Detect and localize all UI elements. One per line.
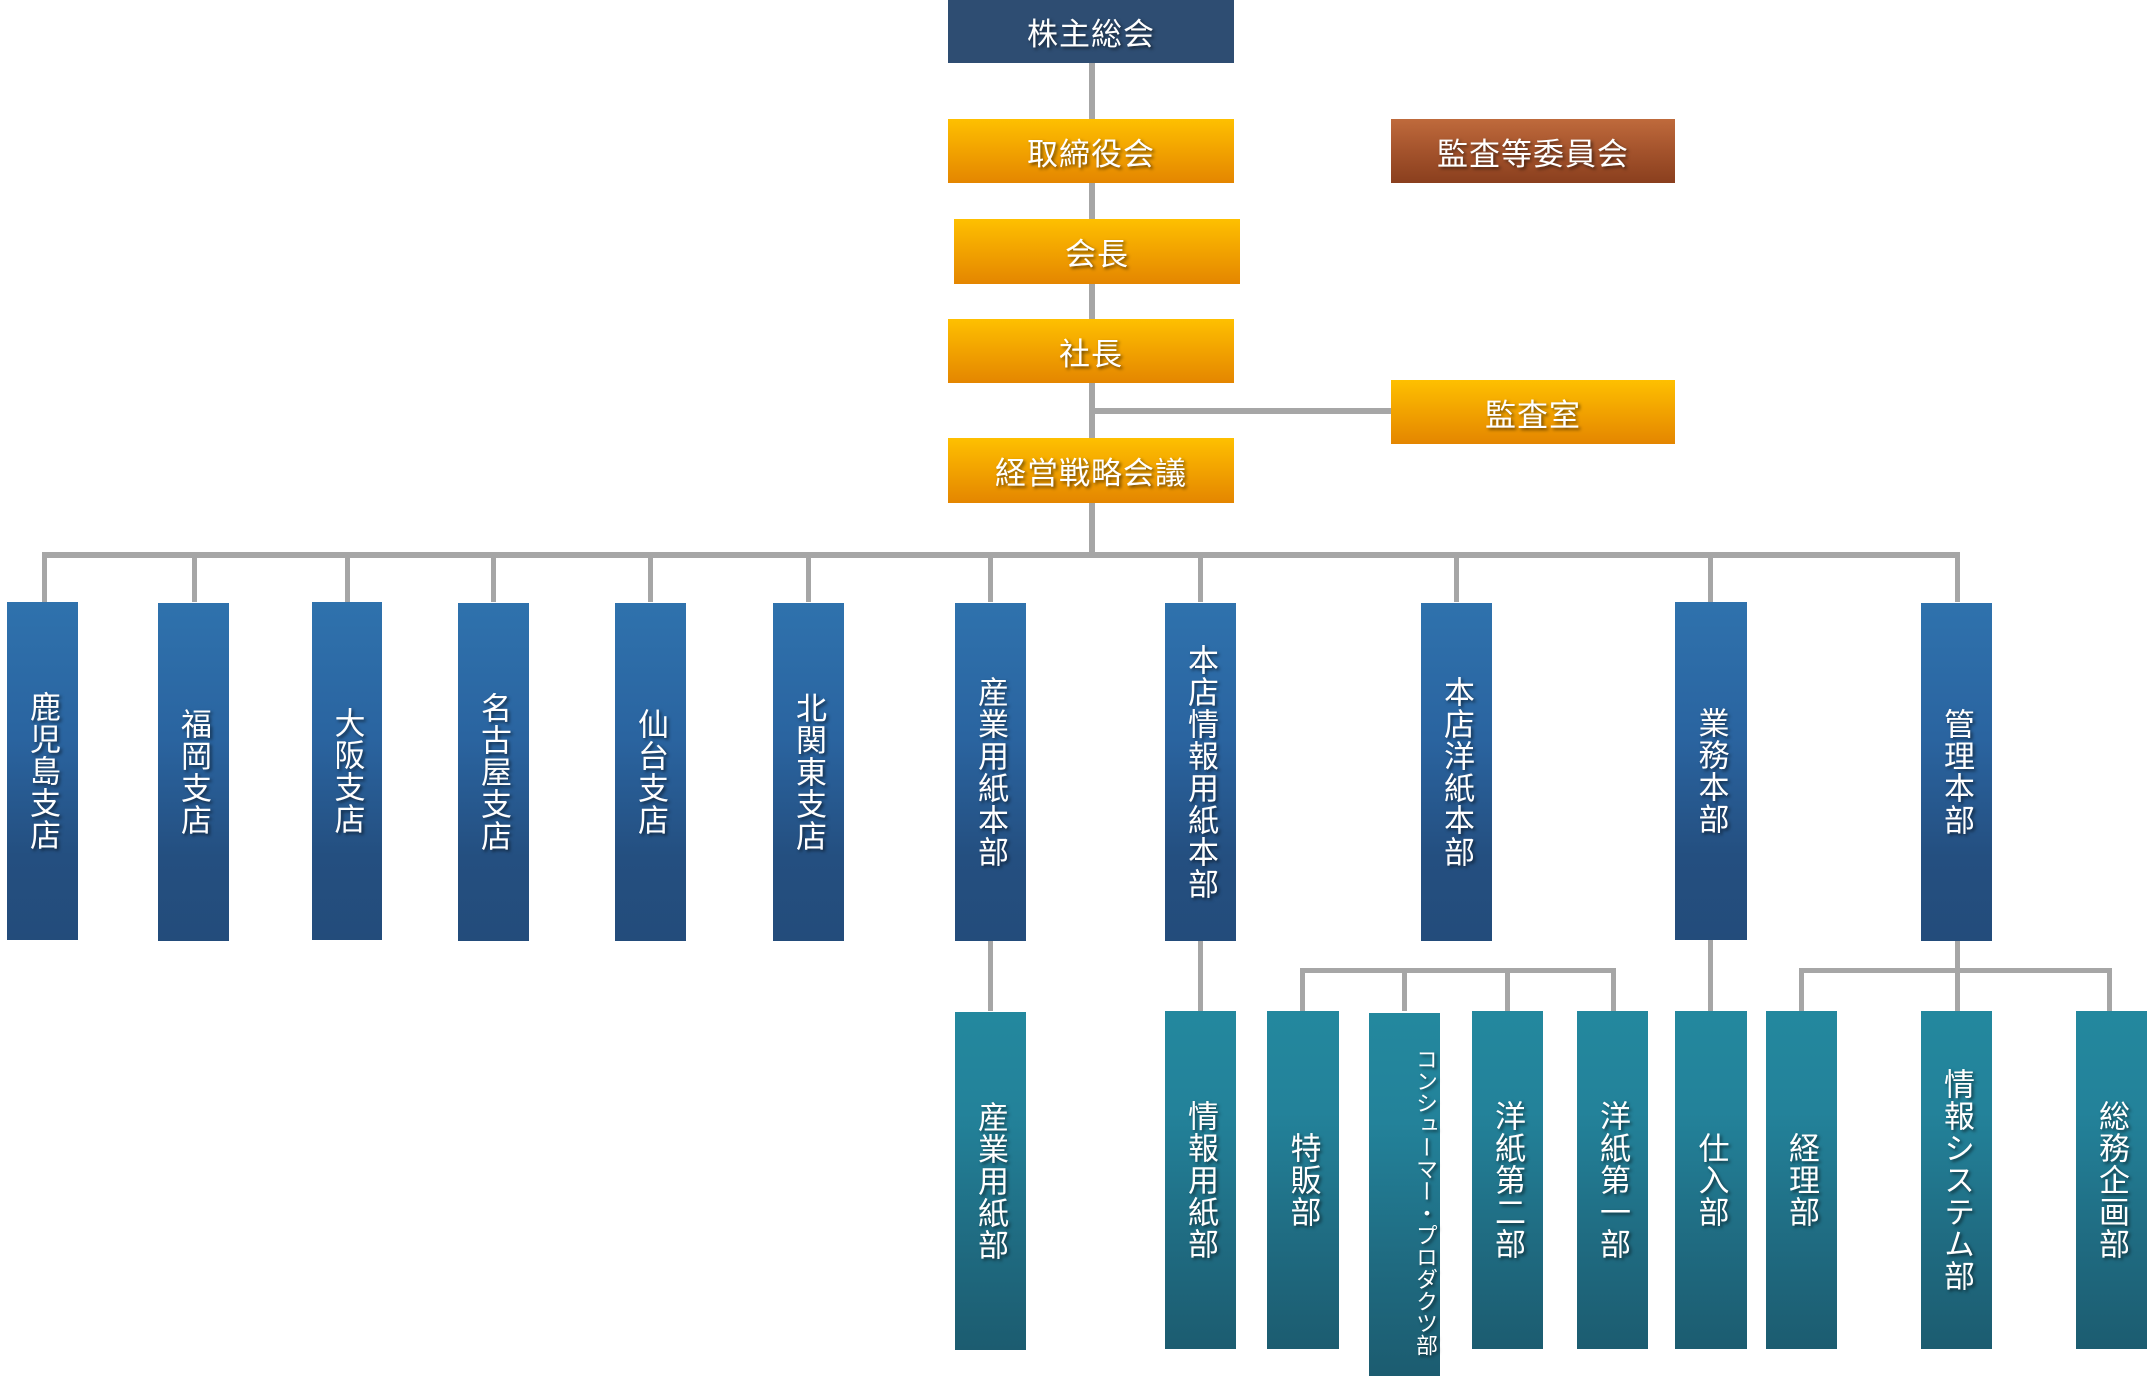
connector-kanri-2	[2107, 968, 2112, 1011]
connector-kanri-bus	[1799, 968, 2111, 973]
dept-label: 情報用紙部	[1182, 1100, 1218, 1260]
connector-yoshi-1	[1402, 968, 1407, 1011]
dept-keiri: 経理部	[1766, 1011, 1837, 1349]
division-gyomu: 業務本部	[1675, 602, 1747, 940]
connector-yoshi-0	[1300, 968, 1305, 1011]
connector-audit-office	[1089, 408, 1392, 414]
branch-label: 北関東支店	[790, 692, 826, 852]
strategy-meeting-box: 経営戦略会議	[948, 438, 1234, 503]
dept-consumer-products: コンシューマー・プロダクツ部	[1369, 1013, 1440, 1376]
board-of-directors-label: 取締役会	[1027, 136, 1155, 173]
connector-branch-2	[345, 552, 350, 602]
branch-label: 大阪支店	[328, 707, 365, 835]
branch-label: 鹿児島支店	[24, 691, 60, 851]
dept-label: 洋紙第一部	[1594, 1100, 1630, 1260]
chairman-label: 会長	[1065, 237, 1129, 273]
connector-dept-joho	[1198, 940, 1203, 1011]
division-label: 業務本部	[1692, 707, 1729, 835]
division-sangyo-yoshi: 産業用紙本部	[955, 603, 1026, 941]
dept-somu-kikaku: 総務企画部	[2076, 1011, 2147, 1349]
dept-label: 情報システム部	[1938, 1068, 1974, 1292]
shareholders-meeting-box: 株主総会	[948, 0, 1234, 63]
dept-label: 仕入部	[1692, 1132, 1729, 1228]
dept-joho-yoshi: 情報用紙部	[1165, 1011, 1236, 1349]
branch-kagoshima: 鹿児島支店	[7, 602, 78, 940]
connector-main-trunk	[1089, 63, 1095, 555]
connector-branch-8	[1454, 552, 1459, 602]
dept-label: 総務企画部	[2093, 1100, 2129, 1260]
branch-kitakanto: 北関東支店	[773, 603, 844, 941]
connector-dept-shiire	[1708, 940, 1713, 1011]
dept-label: 産業用紙部	[972, 1101, 1008, 1261]
audit-office-label: 監査室	[1485, 397, 1581, 434]
dept-yoshi-1: 洋紙第一部	[1577, 1011, 1648, 1349]
dept-tokuhan: 特販部	[1267, 1011, 1339, 1349]
chairman-box: 会長	[954, 219, 1240, 284]
connector-branch-0	[42, 552, 47, 602]
branch-nagoya: 名古屋支店	[458, 603, 529, 941]
audit-committee-box: 監査等委員会	[1391, 119, 1675, 183]
connector-branch-10	[1955, 552, 1960, 602]
connector-kanri-trunk	[1955, 940, 1960, 1011]
division-honten-joho-yoshi: 本店情報用紙本部	[1165, 603, 1236, 941]
division-label: 産業用紙本部	[972, 676, 1008, 868]
connector-yoshi-3	[1611, 968, 1616, 1011]
connector-yoshi-2	[1505, 968, 1510, 1011]
branch-sendai: 仙台支店	[615, 603, 686, 941]
division-label: 管理本部	[1938, 708, 1974, 836]
connector-kanri-0	[1799, 968, 1804, 1011]
president-box: 社長	[948, 319, 1234, 383]
audit-committee-label: 監査等委員会	[1437, 136, 1629, 173]
connector-branch-4	[648, 552, 653, 602]
branch-label: 仙台支店	[632, 708, 668, 836]
branch-fukuoka: 福岡支店	[158, 603, 229, 941]
connector-branch-3	[491, 552, 496, 602]
audit-office-box: 監査室	[1391, 380, 1675, 444]
dept-sangyo-yoshi: 産業用紙部	[955, 1012, 1026, 1350]
dept-shiire: 仕入部	[1675, 1011, 1747, 1349]
dept-label: 経理部	[1783, 1132, 1819, 1228]
president-label: 社長	[1059, 336, 1123, 373]
connector-yoshi-bus	[1300, 968, 1616, 973]
dept-label: 洋紙第二部	[1489, 1100, 1525, 1260]
connector-branch-5	[806, 552, 811, 602]
strategy-meeting-label: 経営戦略会議	[995, 456, 1187, 492]
connector-branch-1	[192, 552, 197, 602]
connector-branch-9	[1708, 552, 1713, 602]
branch-label: 福岡支店	[175, 708, 211, 836]
division-label: 本店洋紙本部	[1438, 676, 1474, 868]
branch-label: 名古屋支店	[475, 692, 511, 852]
dept-yoshi-2: 洋紙第二部	[1472, 1011, 1543, 1349]
connector-branch-7	[1198, 552, 1203, 602]
division-kanri: 管理本部	[1921, 603, 1992, 941]
connector-division-bus	[42, 552, 1960, 558]
dept-label: 特販部	[1284, 1132, 1321, 1228]
division-label: 本店情報用紙本部	[1182, 644, 1218, 900]
connector-dept-sangyo	[988, 940, 993, 1011]
dept-label: コンシューマー・プロダクツ部	[1412, 1047, 1437, 1356]
division-honten-yoshi: 本店洋紙本部	[1421, 603, 1492, 941]
shareholders-meeting-label: 株主総会	[1027, 17, 1155, 53]
board-of-directors-box: 取締役会	[948, 119, 1234, 183]
dept-joho-system: 情報システム部	[1921, 1011, 1992, 1349]
branch-osaka: 大阪支店	[312, 602, 382, 940]
connector-branch-6	[988, 552, 993, 602]
